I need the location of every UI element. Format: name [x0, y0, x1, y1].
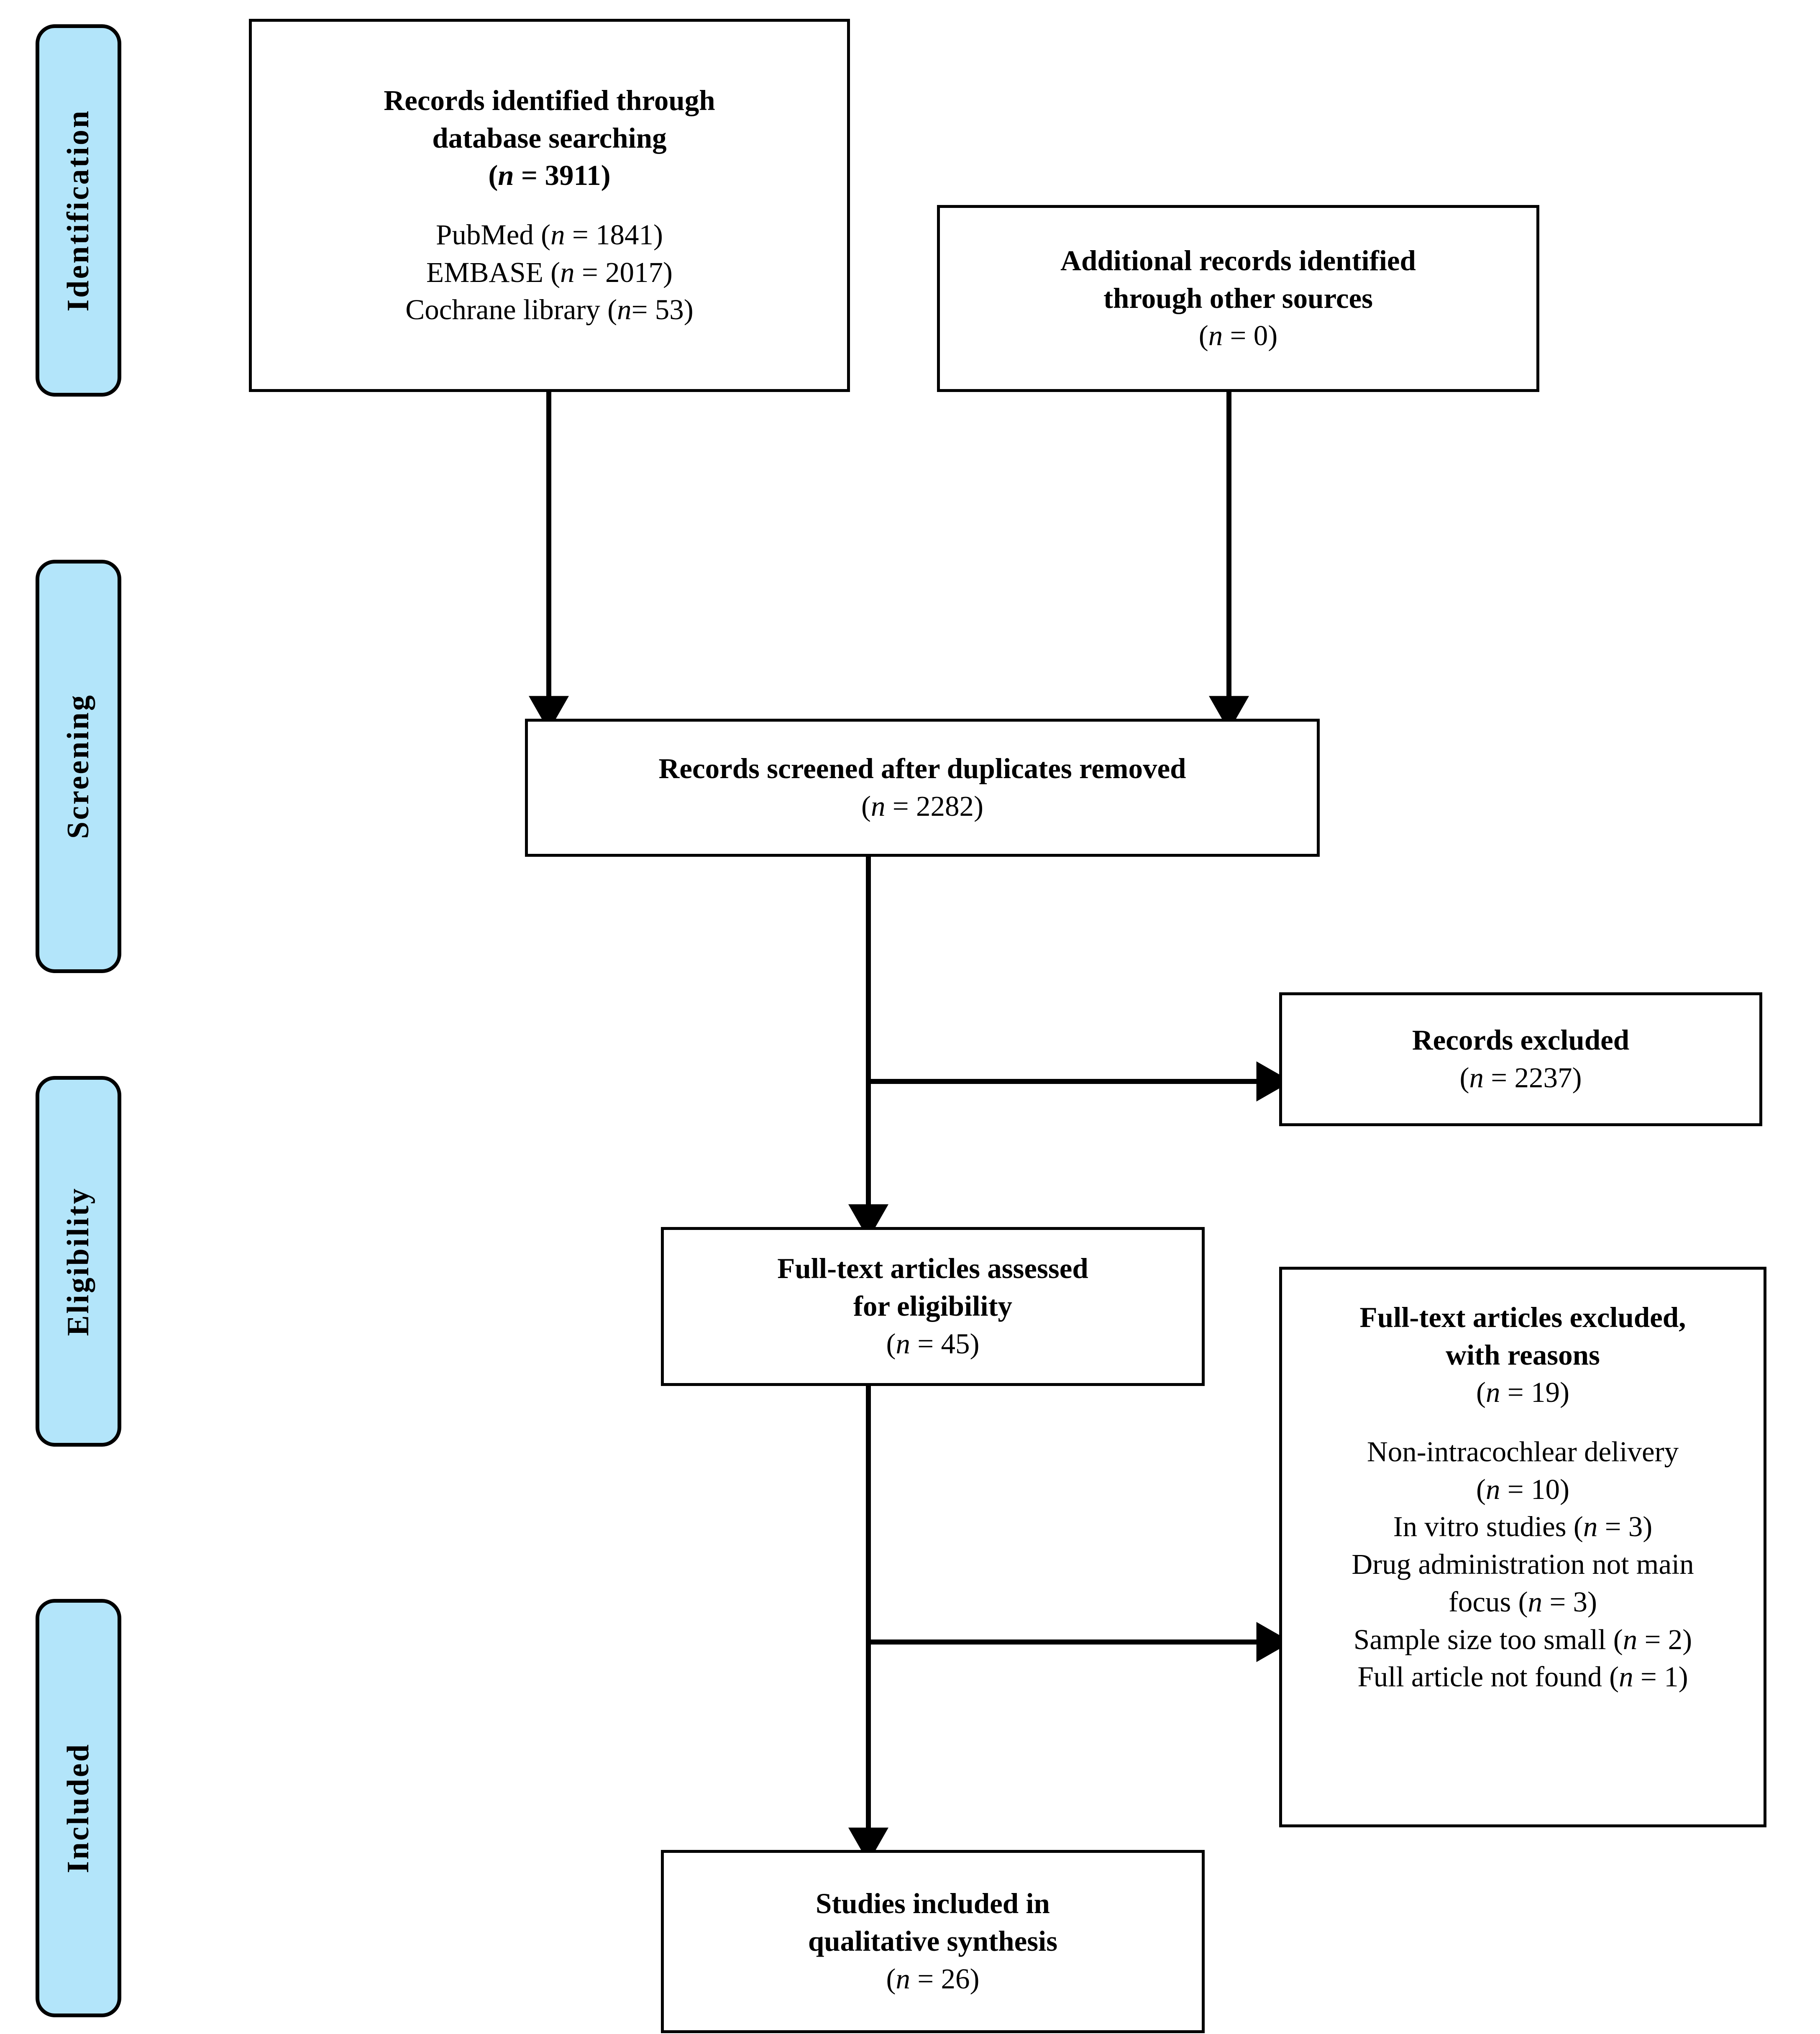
- records-excluded-line1: Records excluded: [1412, 1024, 1630, 1056]
- fulltext-excluded-reason-3: Drug administration not main: [1352, 1548, 1694, 1581]
- fulltext-excluded-spacer: [1282, 1412, 1764, 1433]
- phase-tab-screening: Screening: [36, 560, 121, 973]
- box-additional-records: Additional records identified through ot…: [937, 205, 1539, 392]
- fulltext-excluded-reason-1: Non-intracochlear delivery: [1367, 1436, 1679, 1468]
- fulltext-excluded-reason-4: Sample size too small (n = 2): [1353, 1623, 1692, 1655]
- additional-records-line2: through other sources: [1103, 282, 1373, 314]
- phase-tab-eligibility: Eligibility: [36, 1076, 121, 1447]
- phase-tab-identification-label: Identification: [61, 109, 95, 312]
- records-identified-source-embase: EMBASE (n = 2017): [426, 256, 673, 288]
- additional-records-line1: Additional records identified: [1060, 244, 1416, 277]
- fulltext-excluded-line1: Full-text articles excluded,: [1359, 1301, 1686, 1333]
- fulltext-excluded-reason-1-count: (n = 10): [1476, 1473, 1569, 1505]
- records-screened-count: (n = 2282): [861, 790, 983, 822]
- fulltext-assessed-count: (n = 45): [886, 1327, 980, 1360]
- fulltext-excluded-reason-5: Full article not found (n = 1): [1357, 1661, 1688, 1693]
- phase-tab-screening-label: Screening: [61, 694, 95, 839]
- box-records-identified: Records identified through database sear…: [249, 19, 850, 392]
- box-studies-included: Studies included in qualitative synthesi…: [661, 1850, 1205, 2033]
- phase-tab-included-label: Included: [61, 1743, 95, 1873]
- fulltext-assessed-line1: Full-text articles assessed: [777, 1253, 1088, 1285]
- records-identified-line1: Records identified through: [384, 84, 715, 116]
- box-fulltext-excluded: Full-text articles excluded, with reason…: [1279, 1267, 1766, 1827]
- fulltext-excluded-reason-3-cont: focus (n = 3): [1448, 1586, 1597, 1618]
- phase-tab-eligibility-label: Eligibility: [61, 1186, 95, 1336]
- records-identified-source-pubmed: PubMed (n = 1841): [436, 219, 663, 251]
- records-screened-line1: Records screened after duplicates remove…: [658, 753, 1186, 785]
- phase-tab-identification: Identification: [36, 24, 121, 397]
- fulltext-assessed-line2: for eligibility: [853, 1290, 1013, 1322]
- studies-included-line2: qualitative synthesis: [808, 1925, 1058, 1957]
- studies-included-count: (n = 26): [886, 1962, 980, 1995]
- box-fulltext-assessed: Full-text articles assessed for eligibil…: [661, 1227, 1205, 1386]
- records-identified-count: (n = 3911): [488, 159, 611, 192]
- records-identified-source-cochrane: Cochrane library (n= 53): [405, 294, 694, 326]
- box-records-excluded: Records excluded (n = 2237): [1279, 992, 1762, 1126]
- phase-tab-included: Included: [36, 1599, 121, 2017]
- records-identified-spacer: [252, 195, 847, 216]
- fulltext-excluded-reason-2: In vitro studies (n = 3): [1393, 1511, 1653, 1543]
- studies-included-line1: Studies included in: [816, 1888, 1050, 1920]
- box-records-screened: Records screened after duplicates remove…: [525, 719, 1320, 857]
- fulltext-excluded-count: (n = 19): [1476, 1376, 1569, 1409]
- records-identified-line2: database searching: [432, 122, 667, 154]
- fulltext-excluded-line2: with reasons: [1446, 1339, 1600, 1371]
- additional-records-count: (n = 0): [1198, 320, 1278, 352]
- records-excluded-count: (n = 2237): [1459, 1062, 1582, 1094]
